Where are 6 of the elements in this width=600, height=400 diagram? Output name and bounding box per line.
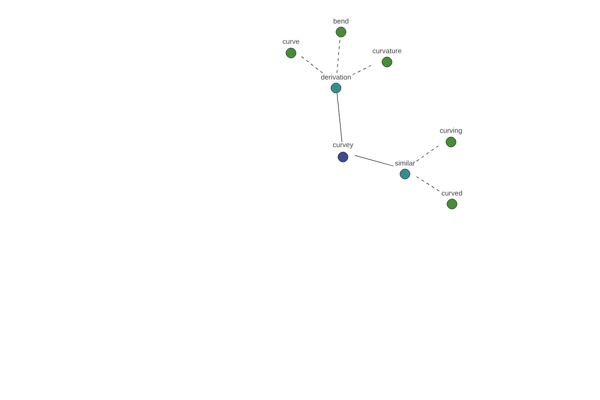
connector-line [416,176,440,192]
connector-line [300,56,324,74]
connector-line [416,146,439,162]
connector-line [354,155,394,166]
connector-line [352,65,372,76]
connector-line [336,93,342,142]
